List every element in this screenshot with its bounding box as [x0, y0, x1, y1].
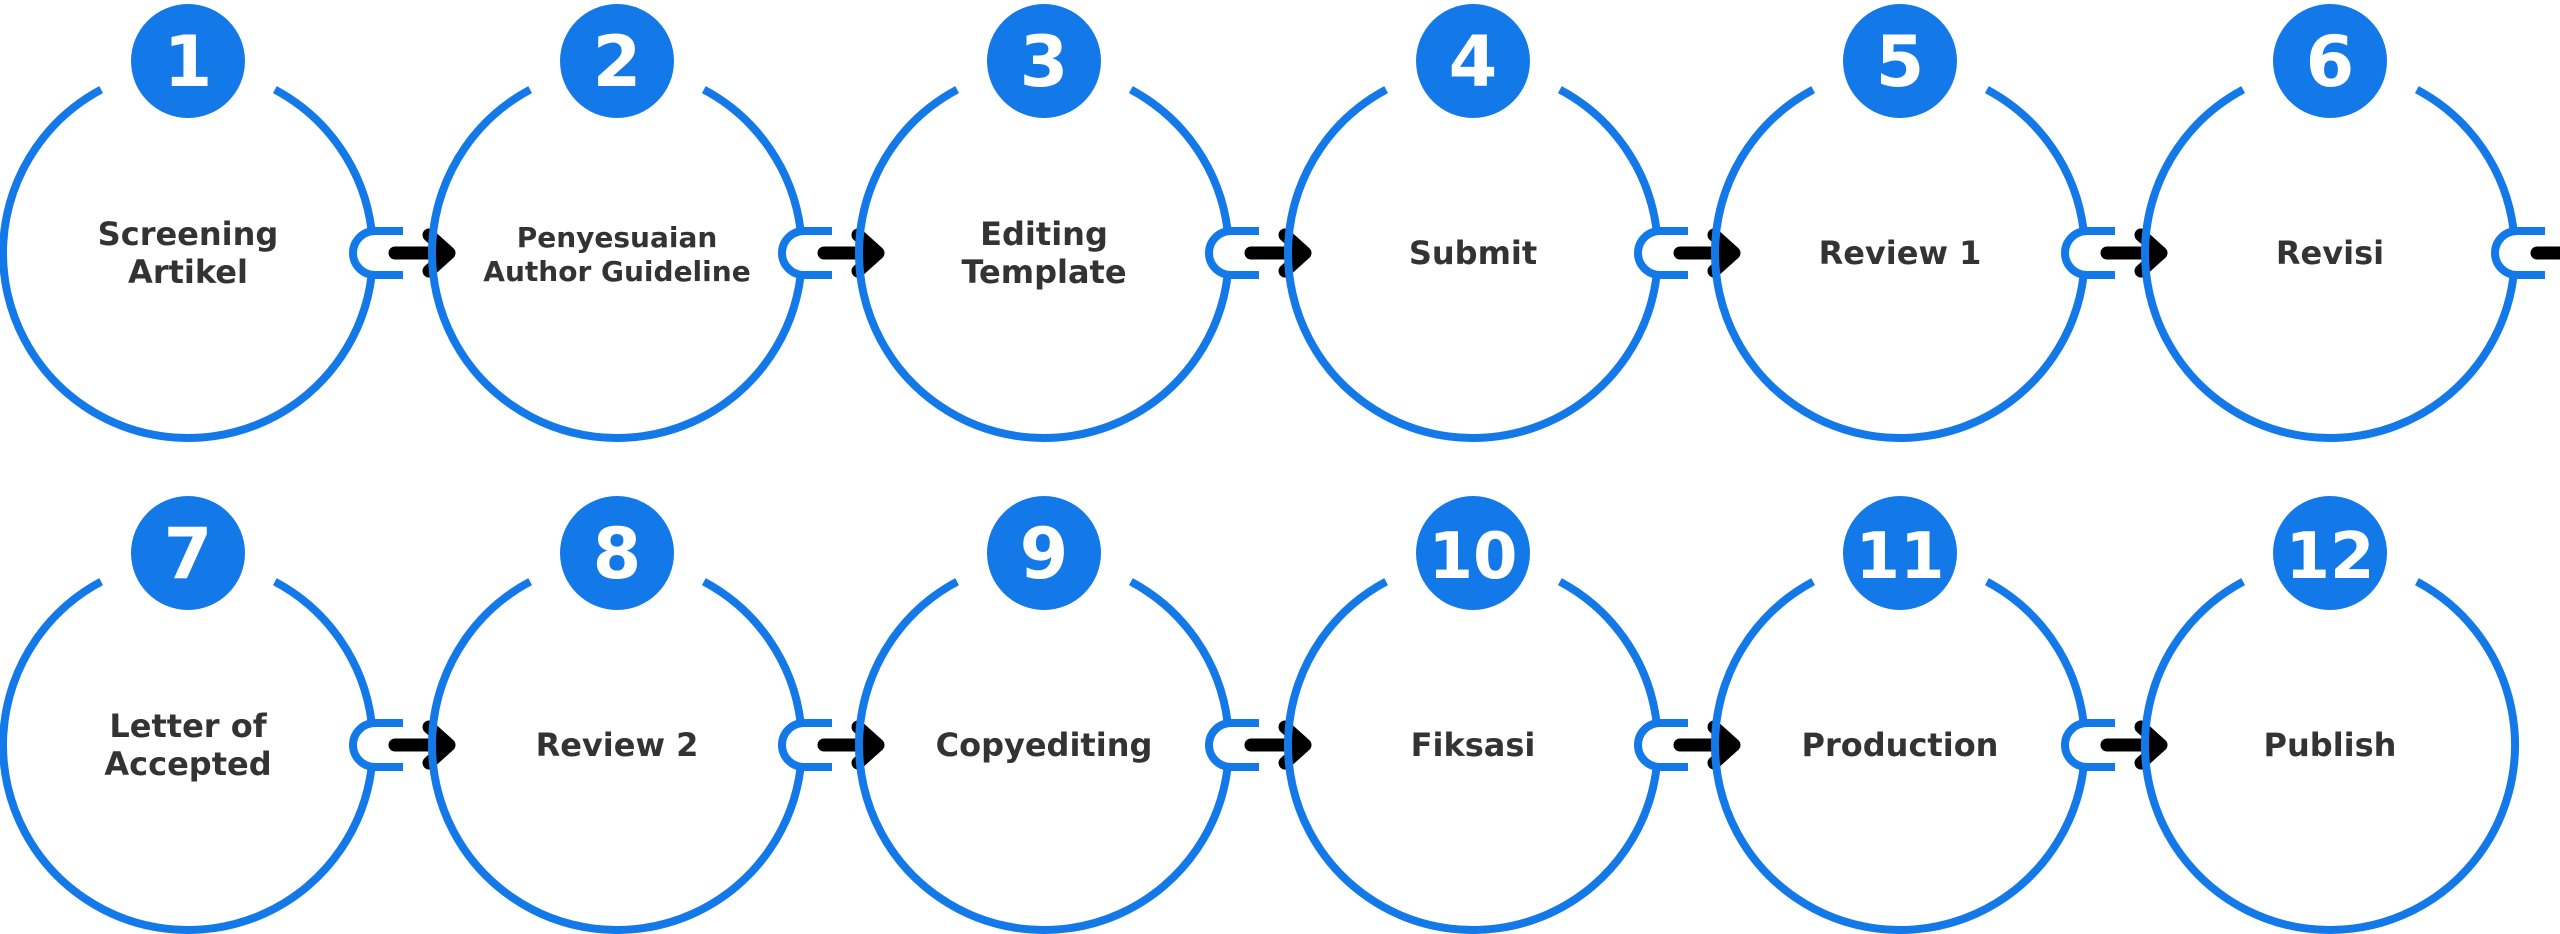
step-number: 2 [593, 21, 642, 103]
step-number: 5 [1876, 21, 1925, 103]
number-badge [560, 4, 674, 118]
arrow-right-icon [2530, 246, 2560, 260]
connector-loop [1634, 227, 1688, 279]
step-ring [2141, 578, 2519, 934]
connector-loop [349, 227, 403, 279]
arrow-right-icon [1244, 720, 1312, 770]
number-badge [131, 4, 245, 118]
arrow-right-icon [1673, 720, 1741, 770]
step-number: 7 [164, 513, 213, 595]
step-label: Author Guideline [483, 255, 750, 288]
number-badge [560, 496, 674, 610]
step-ring [2141, 86, 2518, 442]
step-label: Review 1 [1819, 234, 1982, 272]
number-badge [987, 496, 1101, 610]
arrow-right-icon [2100, 720, 2168, 770]
connector-loop [778, 227, 832, 279]
step-ring [428, 86, 805, 442]
connector-loop [778, 719, 832, 771]
connector-loop [1634, 719, 1688, 771]
connector-loop [2491, 227, 2545, 279]
step-label: Screening [98, 215, 279, 253]
step-label: Fiksasi [1411, 726, 1536, 764]
arrow-right-icon [817, 720, 885, 770]
step-label: Review 2 [536, 726, 699, 764]
step-number: 6 [2306, 21, 2355, 103]
step-number: 1 [164, 21, 213, 103]
number-badge [131, 496, 245, 610]
step-label: Penyesuaian [517, 221, 718, 254]
arrow-right-icon [1244, 228, 1312, 278]
arrow-right-icon [2100, 228, 2168, 278]
arrow-right-icon [388, 720, 456, 770]
step-label: Artikel [128, 253, 248, 291]
step-ring [0, 578, 376, 934]
step-label: Copyediting [936, 726, 1153, 764]
step-label: Submit [1409, 234, 1537, 272]
step-label: Editing [980, 215, 1108, 253]
connector-loop [2061, 227, 2115, 279]
number-badge [1843, 496, 1957, 610]
connector-loop [349, 719, 403, 771]
step-ring [428, 578, 805, 934]
step-ring [1284, 86, 1661, 442]
step-number: 11 [1855, 520, 1944, 594]
step-label: Revisi [2276, 234, 2384, 272]
step-ring [1711, 86, 2088, 442]
connector-loop [2061, 719, 2115, 771]
step-number: 10 [1428, 520, 1517, 594]
step-number: 12 [2285, 520, 2374, 594]
step-ring [1284, 578, 1661, 934]
step-number: 4 [1449, 21, 1498, 103]
step-label: Accepted [104, 745, 271, 783]
step-number: 3 [1020, 21, 1069, 103]
number-badge [2273, 4, 2387, 118]
number-badge [987, 4, 1101, 118]
step-ring [855, 578, 1232, 934]
arrow-right-icon [817, 228, 885, 278]
number-badge [1843, 4, 1957, 118]
step-ring [855, 86, 1232, 442]
number-badge [1416, 496, 1530, 610]
step-label: Template [961, 253, 1126, 291]
number-badge [1416, 4, 1530, 118]
number-badge [2273, 496, 2387, 610]
step-ring [0, 86, 376, 442]
step-number: 9 [1020, 513, 1069, 595]
connector-loop [1205, 227, 1259, 279]
arrow-right-icon [1673, 228, 1741, 278]
connector-loop [1205, 719, 1259, 771]
step-label: Publish [2264, 726, 2397, 764]
step-label: Letter of [109, 707, 267, 745]
arrow-right-icon [388, 228, 456, 278]
step-label: Production [1802, 726, 1999, 764]
step-ring [1711, 578, 2088, 934]
step-number: 8 [593, 513, 642, 595]
